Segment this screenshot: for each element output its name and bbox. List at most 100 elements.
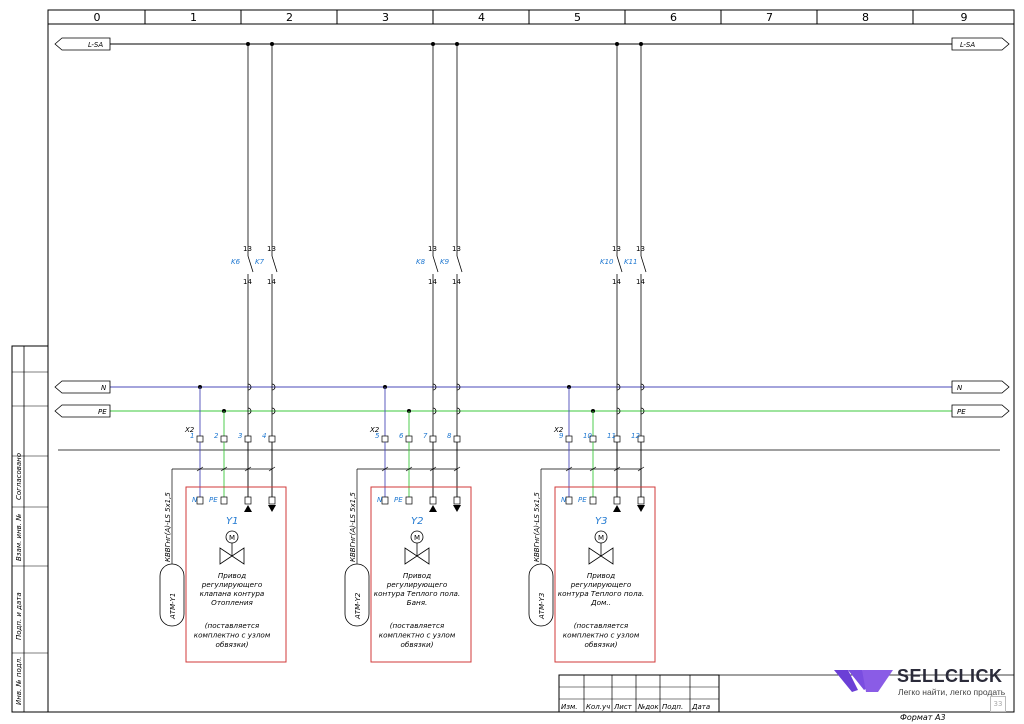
device-description-line: регулирующего (570, 580, 632, 589)
title-block-col-1: Кол.уч (586, 703, 610, 711)
sellclick-logo-tagline: Легко найти, легко продать (898, 687, 1006, 697)
column-number-7: 7 (766, 11, 773, 24)
device-description-line: контура Теплого пола. (374, 589, 460, 598)
cable-tag-capsule (528, 563, 554, 627)
bus-pe-right-label: PE (957, 408, 966, 416)
cable-spec: КВВГнг(А)-LS 5х1,5 (349, 492, 357, 562)
svg-text:13: 13 (267, 245, 276, 253)
stamp-replaced-inv: Взам. инв. № (15, 513, 23, 561)
bus-lsa-right-tag (951, 37, 1010, 51)
arrow-down-icon (453, 505, 461, 512)
svg-text:M: M (229, 534, 235, 542)
side-stamp: Согласовано Взам. инв. № Подп. и дата Ин… (11, 345, 49, 713)
device-note-line: (поставляется (390, 621, 445, 630)
bus-n: N N (54, 380, 1010, 394)
terminal-1 (196, 435, 204, 443)
terminal-number: 8 (447, 432, 452, 440)
terminal-7 (429, 435, 437, 443)
bus-n-left-tag (54, 380, 111, 394)
device-description-line: Баня. (407, 598, 428, 607)
column-number-9: 9 (961, 11, 968, 24)
title-block-col-0: Изм. (561, 703, 577, 711)
bus-pe-right-tag (951, 404, 1010, 418)
cable-tag-y1: АТМ-Y1 (169, 593, 177, 620)
svg-text:13: 13 (612, 245, 621, 253)
title-block-col-2: Лист (613, 703, 633, 711)
motor-valve-icon: M (588, 530, 614, 565)
device-description-line: клапана контура (200, 589, 265, 598)
column-number-0: 0 (94, 11, 101, 24)
contact-label-k11: K11 (624, 258, 638, 266)
terminal-number: 2 (214, 432, 219, 440)
svg-text:13: 13 (636, 245, 645, 253)
terminal-number: 11 (607, 432, 616, 440)
column-number-6: 6 (670, 11, 677, 24)
svg-text:14: 14 (428, 278, 437, 286)
device-note-line: обвязки) (584, 640, 617, 649)
device-note-line: обвязки) (400, 640, 433, 649)
contact-label-k8: K8 (416, 258, 426, 266)
column-number-8: 8 (862, 11, 869, 24)
contact-label-k10: K10 (600, 258, 614, 266)
title-block-col-3: №док (637, 703, 659, 711)
bus-n-left-label: N (101, 384, 107, 392)
terminal-block-label: X2 (369, 426, 380, 434)
device-id-y1: Y1 (226, 516, 238, 527)
bus-pe-left-label: PE (98, 408, 107, 416)
svg-text:14: 14 (612, 278, 621, 286)
page-mark: 33 (990, 696, 1006, 712)
column-number-5: 5 (574, 11, 581, 24)
arrow-down-icon (268, 505, 276, 512)
device-note-line: комплектно с узлом (379, 631, 456, 640)
column-number-2: 2 (286, 11, 293, 24)
cable-tag-capsule (159, 563, 185, 627)
pin-pe-label: PE (578, 496, 587, 504)
device-description-line: Дом.. (590, 598, 611, 607)
pin-pe-label: PE (394, 496, 403, 504)
terminal-9 (565, 435, 573, 443)
column-number-3: 3 (382, 11, 389, 24)
column-number-1: 1 (190, 11, 197, 24)
device-note-line: комплектно с узлом (563, 631, 640, 640)
device-description-line: Привод (587, 571, 615, 580)
terminal-number: 10 (583, 432, 592, 440)
motor-valve-icon: M (219, 530, 245, 565)
bus-n-right-label: N (957, 384, 963, 392)
bus-pe-left-tag (54, 404, 111, 418)
terminal-8 (453, 435, 461, 443)
arrow-up-icon (244, 505, 252, 512)
terminal-number: 6 (399, 432, 404, 440)
device-description-line: регулирующего (386, 580, 448, 589)
stamp-sign-date: Подп. и дата (15, 592, 23, 640)
sellclick-logo-mark (834, 670, 893, 692)
pin-pe-label: PE (209, 496, 218, 504)
terminal-number: 1 (190, 432, 194, 440)
device-description-line: контура Теплого пола. (558, 589, 644, 598)
device-description-line: Привод (218, 571, 246, 580)
terminal-2 (220, 435, 228, 443)
cable-spec: КВВГнг(А)-LS 5х1,5 (533, 492, 541, 562)
terminal-5 (381, 435, 389, 443)
column-header: 0 1 2 3 4 5 6 7 8 9 (47, 10, 1015, 25)
terminal-block-label: X2 (553, 426, 564, 434)
sheet-format: Формат А3 (900, 713, 946, 722)
device-id-y2: Y2 (411, 516, 423, 527)
bus-lsa: L-SA L-SA (54, 37, 1010, 51)
device-description-line: Привод (403, 571, 431, 580)
bus-pe: PE PE (54, 404, 1010, 418)
device-description-line: Отопления (211, 598, 253, 607)
cable-tag-capsule (344, 563, 370, 627)
column-number-4: 4 (478, 11, 485, 24)
svg-text:14: 14 (243, 278, 252, 286)
title-block-col-5: Дата (691, 703, 710, 711)
contact-label-k7: K7 (255, 258, 265, 266)
bus-n-right-tag (951, 380, 1010, 394)
device-frame-y3 (554, 486, 656, 663)
cable-spec: КВВГнг(А)-LS 5х1,5 (164, 492, 172, 562)
sellclick-logo-name: SELLCLICK (897, 666, 1003, 686)
